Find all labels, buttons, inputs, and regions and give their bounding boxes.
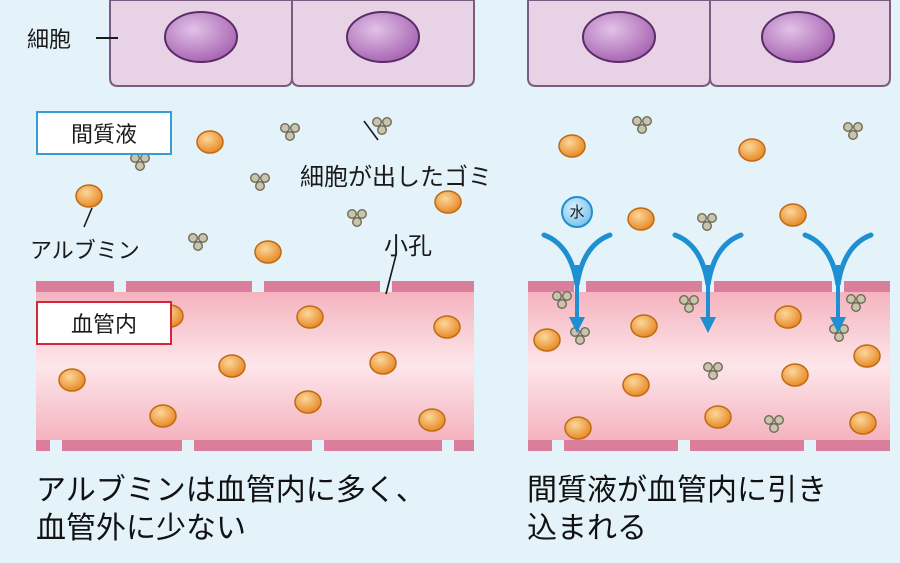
right-caption-line2: 込まれる [527, 511, 647, 546]
albumin-leader-line [83, 207, 93, 228]
interstitial-fluid-label: 間質液 [36, 111, 172, 155]
waste-leader-line [363, 120, 379, 141]
right-caption-line1: 間質液が血管内に引き [527, 473, 827, 508]
cells-left [109, 0, 475, 87]
water-label: 水 [569, 203, 585, 221]
cell-label: 細胞 [27, 28, 72, 53]
cells-right [527, 0, 891, 87]
water-molecule-icon [561, 196, 593, 228]
blood-vessel-label: 血管内 [36, 301, 172, 345]
left-caption-line1: アルブミンは血管内に多く、 [36, 473, 426, 508]
left-caption-line2: 血管外に少ない [36, 511, 246, 546]
albumin-label: アルブミン [30, 239, 140, 264]
water-flow-arrows [544, 196, 871, 333]
pore-label: 小孔 [384, 232, 432, 260]
vessel-left [36, 281, 474, 451]
left-caption: アルブミンは血管内に多く、 血管外に少ない [36, 472, 426, 548]
pore-leader-line [385, 254, 397, 295]
cell-waste-label: 細胞が出したゴミ [300, 163, 492, 191]
right-caption: 間質液が血管内に引き 込まれる [527, 472, 827, 548]
